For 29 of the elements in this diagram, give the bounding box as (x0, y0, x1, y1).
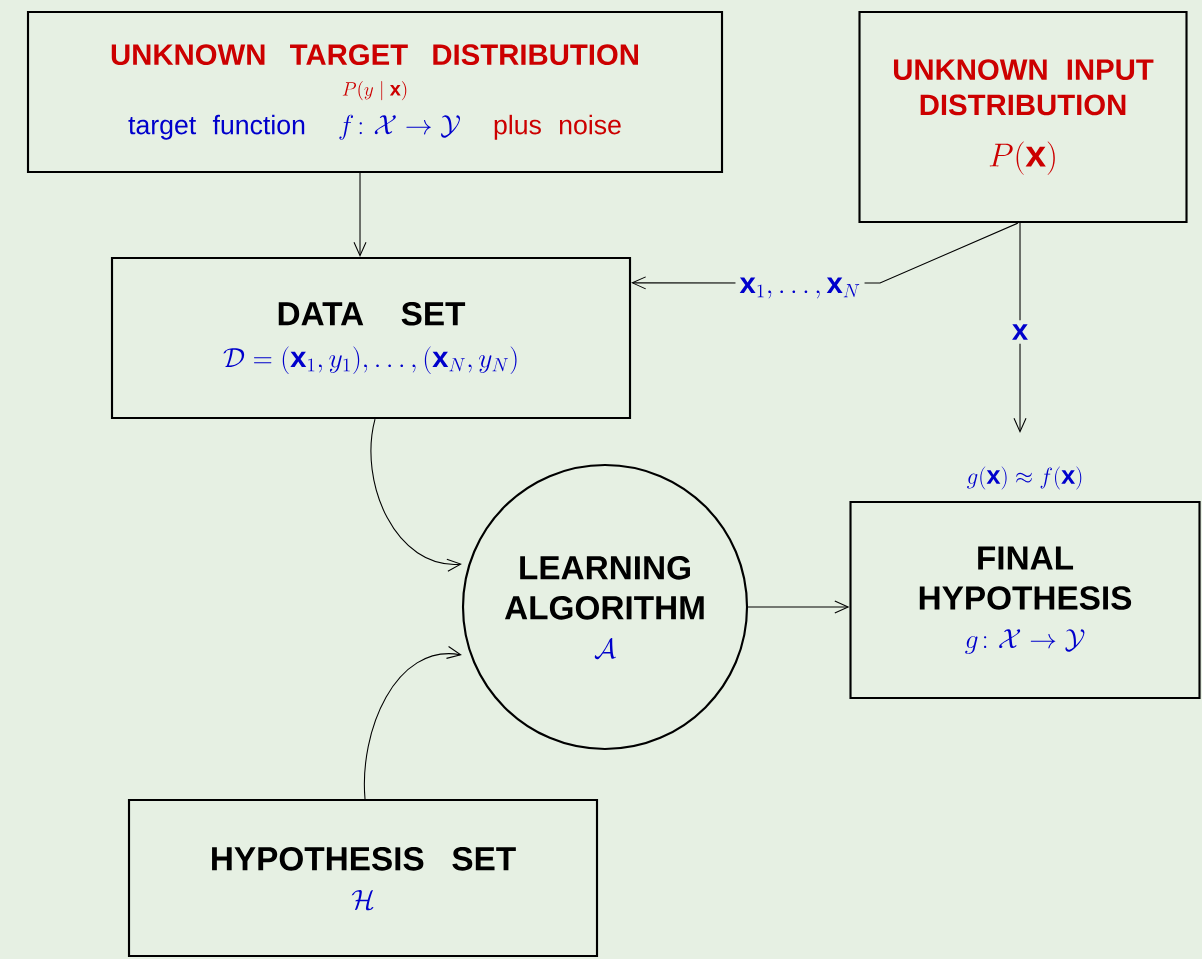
heading: HYPOTHESIS SET (212, 847, 516, 871)
edge-label: $\mathbf{x}$ (1007, 320, 1033, 344)
hypothesis-box (849, 500, 1201, 700)
hypothesis-set-box (127, 798, 599, 958)
heading: LEARNING ALGORITHM (504, 556, 704, 620)
heading: DATA SET (278, 302, 466, 326)
description: target function (128, 114, 305, 140)
formula: $P(y\mid\mathbf{x})$ (342, 81, 407, 101)
formula-label: $g(\mathbf{x})\approx f(\mathbf{x})$ (967, 466, 1082, 490)
formula: $\mathcal{D}=(\mathbf{x}_1,y_1),\ldots,(\mathbf{x}_N,y_N)$ (223, 346, 517, 375)
heading: UNKNOWN INPUT DISTRIBUTION (894, 59, 1154, 116)
distribution-box (26, 10, 724, 174)
heading: UNKNOWN TARGET DISTRIBUTION (111, 44, 638, 66)
arrow (370, 418, 462, 572)
arrow (1013, 222, 1027, 433)
arrow (747, 600, 850, 614)
formula: $g\colon\mathcal{X}\to\mathcal{Y}$ (965, 629, 1085, 654)
formula: $f\colon\mathcal{X}\to\mathcal{Y}$ (339, 114, 460, 140)
arrow (363, 646, 462, 800)
formula: $\mathcal{H}$ (351, 890, 374, 911)
heading: FINAL HYPOTHESIS (919, 546, 1132, 610)
algorithm-circle (461, 463, 749, 751)
edge-label: $\mathbf{x}_1,\ldots,\mathbf{x}_N$ (735, 273, 865, 303)
formula: $\mathcal{A}$ (594, 638, 617, 660)
arrow (353, 172, 367, 257)
description: plus noise (494, 114, 621, 140)
distribution-box (858, 10, 1188, 224)
data-box (110, 256, 632, 420)
formula: $P(\mathbf{x})$ (989, 141, 1055, 175)
